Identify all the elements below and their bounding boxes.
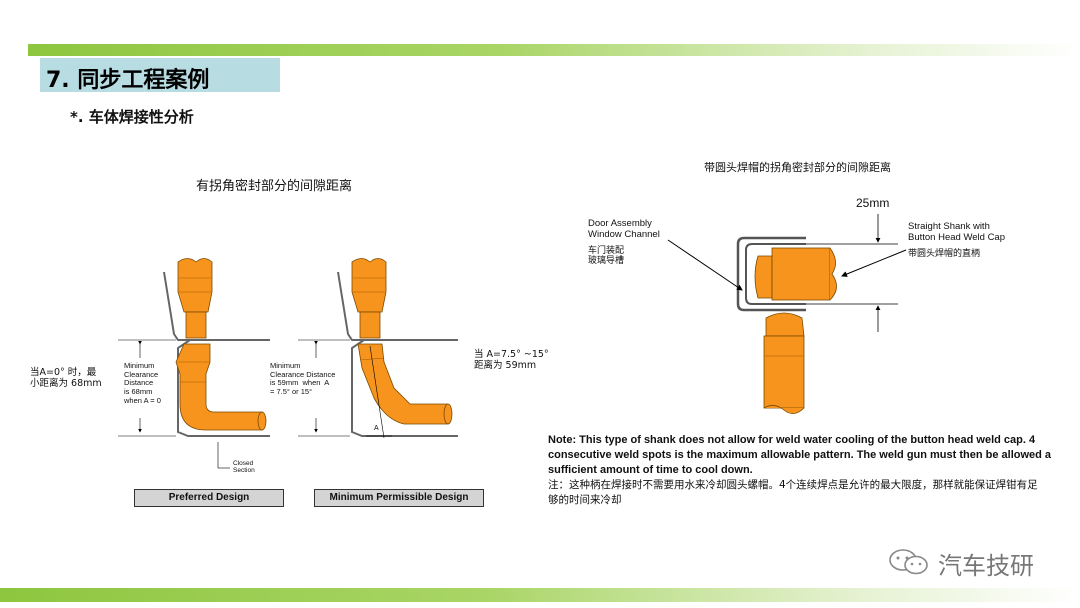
lower-electrode-minimum [357,343,449,425]
watermark-text: 汽车技研 [938,552,1034,580]
door-label-cn: 车门装配 玻璃导槽 [588,246,625,267]
upper-electrode-minimum [351,258,387,313]
shank-label-cn: 带圆头焊帽的直柄 [908,249,981,259]
section-subtitle: *. 车体焊接性分析 [70,108,194,126]
closed-section-label: Closed Section [233,460,255,475]
dimension-label: 25mm [856,196,890,210]
lower-electrode-right [765,312,805,337]
upper-electrode-preferred [177,258,213,313]
note-english: Note: This type of shank does not allow … [548,434,1052,476]
preferred-design-label: Preferred Design [134,489,284,507]
shank-label-en: Straight Shank with Button Head Weld Cap [908,221,1005,243]
left-note: 当A=0° 时，最 小距离为 68mm [30,367,102,389]
wechat-icon [889,549,928,575]
button-head-drawing [667,214,907,414]
top-accent-bar [28,44,1080,56]
note-chinese: 注：这种柄在焊接时不需要用水来冷却圆头螺帽。4个连续焊点是允许的最大限度，那样就… [548,479,1038,506]
angle-label: A [374,425,379,432]
minimum-design-label: Minimum Permissible Design [314,489,484,507]
title-box [40,58,280,92]
minimum-design-drawing [298,258,458,439]
preferred-design-drawing [118,258,270,469]
right-figure-title: 带圆头焊帽的拐角密封部分的间隙距离 [704,161,891,174]
clearance-note-preferred: Minimum Clearance Distance is 68mm when … [124,361,161,405]
clearance-note-minimum: Minimum Clearance Distance is 59mm when … [270,361,336,396]
left-figure-title: 有拐角密封部分的间隙距离 [196,179,353,194]
button-head-cap [754,255,773,299]
page-title: 7. 同步工程案例 [46,68,210,93]
door-label-en: Door Assembly Window Channel [588,218,660,240]
lower-electrode-preferred [175,343,263,431]
right-angle-note: 当 A=7.5° ~15° 距离为 59mm [474,349,549,371]
bottom-accent-bar [0,588,1080,602]
